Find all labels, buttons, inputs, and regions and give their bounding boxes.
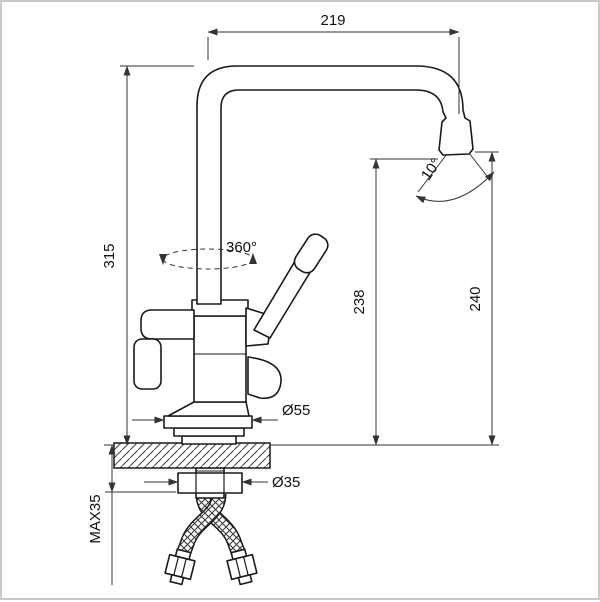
side-outlet	[247, 356, 282, 400]
left-handle-arm	[140, 309, 195, 340]
swivel-annotation: 360°	[159, 239, 257, 270]
hose-nut-right	[226, 548, 258, 586]
base-flange	[163, 415, 253, 429]
dim-hole-diameter: Ø35	[144, 474, 300, 491]
lever-paddle	[293, 233, 329, 274]
spout	[196, 65, 474, 305]
dim-swivel-label: 360°	[226, 239, 257, 256]
dim-hole-diameter-label: Ø35	[272, 474, 300, 491]
dim-spout-height-label: 238	[351, 289, 368, 314]
dim-outlet-height: 240	[270, 151, 499, 446]
dim-base-diameter: Ø55	[132, 402, 310, 424]
left-handle-grip	[133, 338, 162, 390]
dim-height-label: 315	[101, 243, 118, 268]
base-flare	[167, 401, 250, 417]
tilt-annotation: 10°	[415, 152, 495, 204]
dim-max-thickness: MAX35	[87, 444, 176, 585]
dim-reach: 219	[207, 12, 460, 114]
mounting-shank	[177, 467, 243, 499]
dim-base-diameter-label: Ø55	[282, 402, 310, 419]
swivel-arrow-left	[159, 254, 167, 265]
dim-outlet-height-label: 240	[467, 286, 484, 311]
dim-tilt-label: 10°	[418, 155, 445, 183]
faucet-body	[133, 65, 474, 445]
countertop-section	[113, 442, 271, 469]
dim-reach-label: 219	[320, 12, 345, 29]
locking-nut	[177, 472, 243, 494]
supply-hoses	[164, 493, 258, 586]
hose-nut-left	[164, 548, 196, 586]
dim-max-thickness-label: MAX35	[87, 494, 104, 543]
dim-spout-height: 238	[351, 158, 438, 446]
body-column	[193, 315, 247, 403]
swivel-arrow-right	[249, 253, 257, 264]
dim-height: 315	[101, 65, 194, 446]
